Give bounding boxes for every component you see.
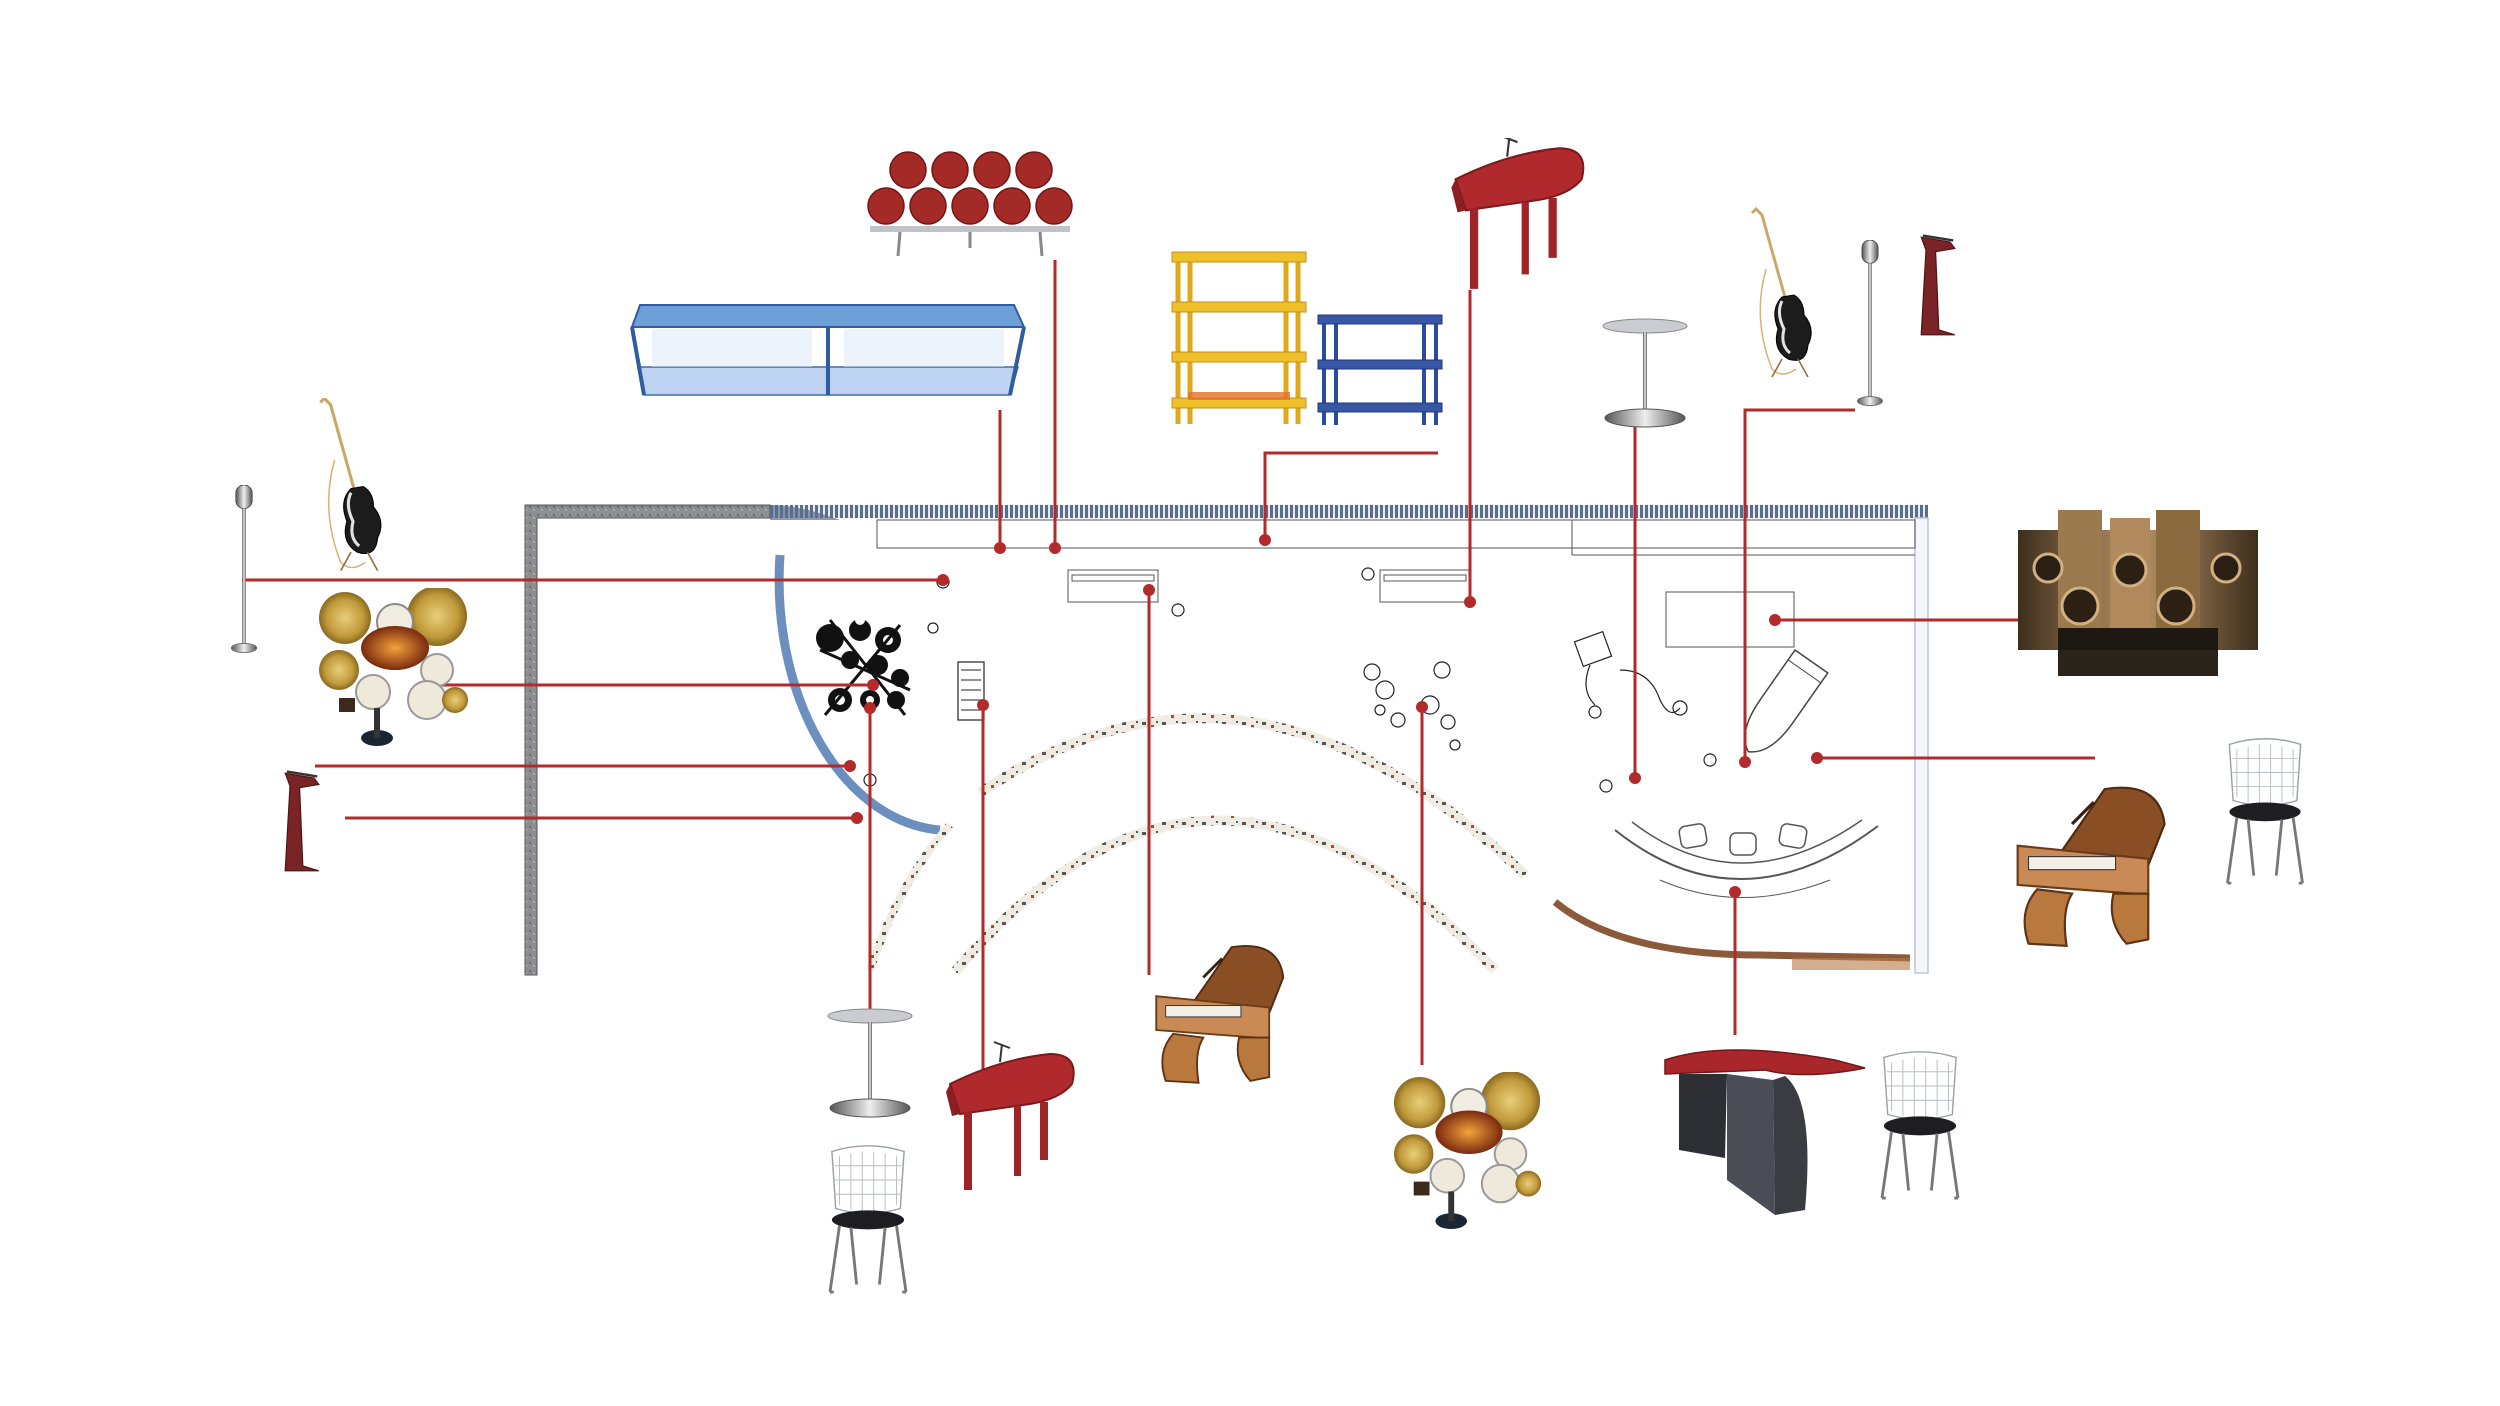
bench-icon [630, 304, 1026, 396]
terrazzo-arc-inner [951, 815, 1499, 976]
terrazzo-arc-outer [977, 713, 1529, 879]
concrete-wall [524, 504, 771, 976]
acoustic-wall [770, 505, 1928, 518]
speaker-icon [2018, 510, 2258, 676]
leader-dots [844, 534, 1823, 898]
drum-kit-icon [1392, 1072, 1543, 1231]
microphone-icon [1856, 240, 1884, 407]
chair-icon [828, 1144, 908, 1294]
timber-curve [1552, 899, 1911, 962]
lectern-icon [1919, 234, 1957, 337]
guitar-icon [1750, 207, 1813, 379]
curved-seating-outer [1614, 825, 1879, 880]
leader-lines [242, 260, 2095, 1080]
keyboard-plan [957, 661, 985, 721]
desk-icon [1664, 1049, 1866, 1215]
blue-curve-wall [774, 554, 941, 835]
shelf-icon [1317, 314, 1443, 425]
piano-icon [1154, 944, 1285, 1085]
drum-kit-icon [318, 588, 469, 747]
drum-kit-plan [816, 615, 911, 716]
lectern-icon [283, 770, 321, 873]
piano-outline [1744, 648, 1829, 753]
piano-icon [1450, 138, 1585, 290]
glass-wall [1914, 517, 1929, 974]
microphone-icon [230, 485, 258, 653]
guitar-icon [318, 398, 383, 573]
terrazzo-arc-left [866, 822, 953, 972]
chair-icon [1880, 1050, 1960, 1200]
piano-icon [2018, 788, 2165, 946]
chair-icon [2226, 737, 2304, 885]
table-icon [827, 1008, 913, 1118]
sofa-icon [867, 151, 1073, 257]
shelf-icon [1171, 251, 1307, 424]
piano-icon [944, 1040, 1075, 1192]
table-icon [1602, 318, 1688, 428]
floor-plan [524, 504, 1929, 976]
